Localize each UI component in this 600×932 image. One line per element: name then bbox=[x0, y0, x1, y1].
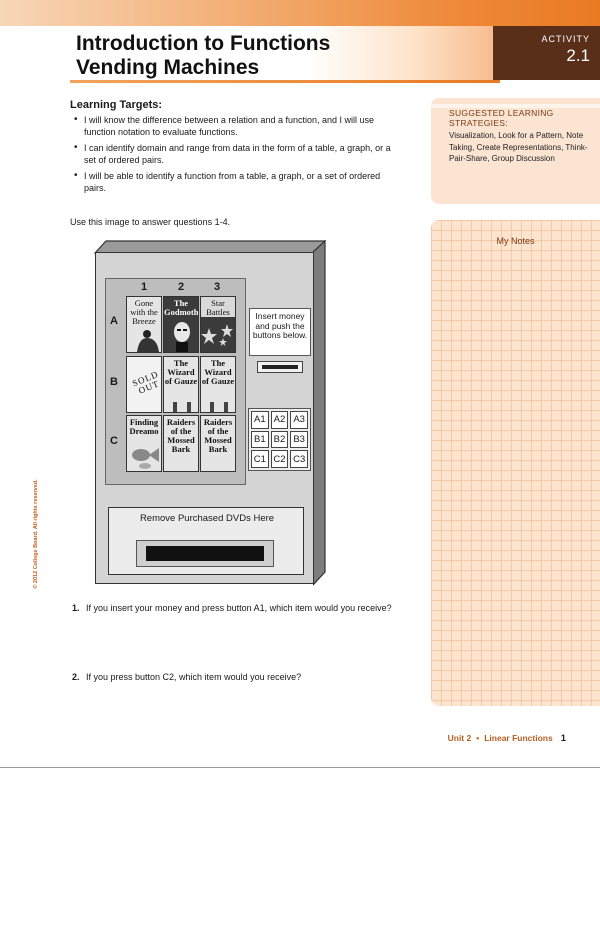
my-notes-grid: My Notes bbox=[431, 220, 600, 706]
dvd-c3-title: Raiders of the Mossed Bark bbox=[203, 417, 233, 454]
learning-target: I will be able to identify a function fr… bbox=[74, 170, 404, 194]
bullet-separator: • bbox=[476, 733, 480, 743]
dvd-a1: Gone with the Breeze bbox=[126, 296, 162, 353]
image-instructions: Use this image to answer questions 1-4. bbox=[70, 217, 231, 227]
insert-money-sign: Insert money and push the buttons below. bbox=[249, 308, 311, 356]
dvd-a2: The Godmother bbox=[163, 296, 199, 353]
question-number: 2. bbox=[72, 672, 80, 682]
dvd-c3: Raiders of the Mossed Bark bbox=[200, 415, 236, 472]
key-b3: B3 bbox=[290, 430, 308, 449]
copyright-notice: © 2012 College Board. All rights reserve… bbox=[32, 472, 40, 598]
question-text: If you press button C2, which item would… bbox=[86, 672, 302, 682]
question-text: If you insert your money and press butto… bbox=[86, 603, 392, 613]
activity-badge: ACTIVITY 2.1 bbox=[493, 26, 600, 80]
dvd-c1-title: Finding Dreamo bbox=[129, 417, 159, 436]
learning-target: I can identify domain and range from dat… bbox=[74, 142, 404, 166]
face-illustration bbox=[174, 322, 190, 352]
question-1: 1. If you insert your money and press bu… bbox=[72, 602, 402, 614]
key-c1: C1 bbox=[251, 450, 269, 468]
dvd-a3: Star Battles bbox=[200, 296, 236, 353]
dvd-c1: Finding Dreamo bbox=[126, 415, 162, 472]
dvd-c2: Raiders of the Mossed Bark bbox=[163, 415, 199, 472]
vending-machine-front: 1 2 3 A B C Gone with the Breeze The God… bbox=[95, 252, 314, 584]
learning-target: I will know the difference between a rel… bbox=[74, 114, 404, 138]
sold-out-label: SOLD OUT bbox=[130, 368, 161, 396]
figures-illustration bbox=[173, 402, 191, 412]
activity-label: ACTIVITY bbox=[541, 34, 590, 44]
vending-machine-side bbox=[313, 240, 326, 586]
selection-keypad: A1 A2 A3 B1 B2 B3 C1 C2 C3 bbox=[248, 408, 311, 471]
workbook-page: Introduction to Functions Vending Machin… bbox=[0, 0, 600, 768]
figures-illustration bbox=[210, 402, 228, 412]
key-a3: A3 bbox=[290, 411, 308, 429]
dvd-a3-title: Star Battles bbox=[201, 297, 235, 317]
dvd-b2-title: The Wizard of Gauze bbox=[164, 358, 198, 386]
column-label: 1 bbox=[140, 281, 148, 293]
tray-opening bbox=[136, 540, 274, 567]
stars-illustration bbox=[201, 324, 233, 346]
column-label: 2 bbox=[177, 281, 185, 293]
question-2: 2. If you press button C2, which item wo… bbox=[72, 671, 402, 683]
vending-machine-illustration: 1 2 3 A B C Gone with the Breeze The God… bbox=[94, 240, 326, 586]
dvd-a1-title: Gone with the Breeze bbox=[130, 298, 158, 326]
key-b2: B2 bbox=[270, 430, 289, 449]
key-c3: C3 bbox=[290, 450, 308, 468]
fish-illustration bbox=[132, 448, 159, 469]
dvd-a2-title: The Godmother bbox=[164, 298, 199, 317]
tray-label: Remove Purchased DVDs Here bbox=[139, 513, 275, 524]
dvd-pickup-tray: Remove Purchased DVDs Here bbox=[108, 507, 304, 575]
row-label: A bbox=[110, 315, 118, 327]
column-label: 3 bbox=[213, 281, 221, 293]
row-label: C bbox=[110, 435, 118, 447]
question-number: 1. bbox=[72, 603, 80, 613]
dvd-b2: The Wizard of Gauze bbox=[163, 356, 199, 413]
learning-targets-heading: Learning Targets: bbox=[70, 99, 163, 111]
learning-strategies-box: SUGGESTED LEARNING STRATEGIES: Visualiza… bbox=[431, 98, 600, 204]
key-b1: B1 bbox=[251, 430, 269, 449]
footer-unit: Unit 2 bbox=[447, 733, 472, 743]
strategies-heading: SUGGESTED LEARNING STRATEGIES: bbox=[449, 108, 554, 128]
couple-illustration bbox=[137, 330, 159, 352]
key-a1: A1 bbox=[251, 411, 269, 429]
notes-heading: My Notes bbox=[496, 236, 535, 246]
strategies-list: Visualization, Look for a Pattern, Note … bbox=[449, 131, 588, 163]
dvd-b1: SOLD OUT bbox=[126, 356, 162, 413]
copyright-text: © 2012 College Board. All rights reserve… bbox=[33, 479, 39, 589]
dvd-b3-title: The Wizard of Gauze bbox=[201, 358, 235, 386]
activity-number: 2.1 bbox=[566, 46, 590, 65]
dvd-b3: The Wizard of Gauze bbox=[200, 356, 236, 413]
key-c2: C2 bbox=[270, 450, 289, 468]
title-line-1: Introduction to Functions bbox=[76, 32, 331, 55]
dvd-c2-title: Raiders of the Mossed Bark bbox=[166, 417, 196, 454]
title-background bbox=[70, 26, 500, 80]
key-a2: A2 bbox=[270, 411, 289, 429]
header-band bbox=[0, 0, 600, 26]
money-slot bbox=[257, 361, 303, 373]
page-number: 1 bbox=[560, 733, 566, 744]
learning-targets-list: I will know the difference between a rel… bbox=[74, 114, 404, 198]
title-underline bbox=[70, 80, 500, 83]
title-line-2: Vending Machines bbox=[76, 56, 260, 79]
page-footer: Unit 2 • Linear Functions 1 bbox=[448, 733, 566, 744]
row-label: B bbox=[110, 376, 118, 388]
page-title: Introduction to Functions Vending Machin… bbox=[76, 32, 330, 80]
footer-topic: Linear Functions bbox=[484, 733, 553, 743]
